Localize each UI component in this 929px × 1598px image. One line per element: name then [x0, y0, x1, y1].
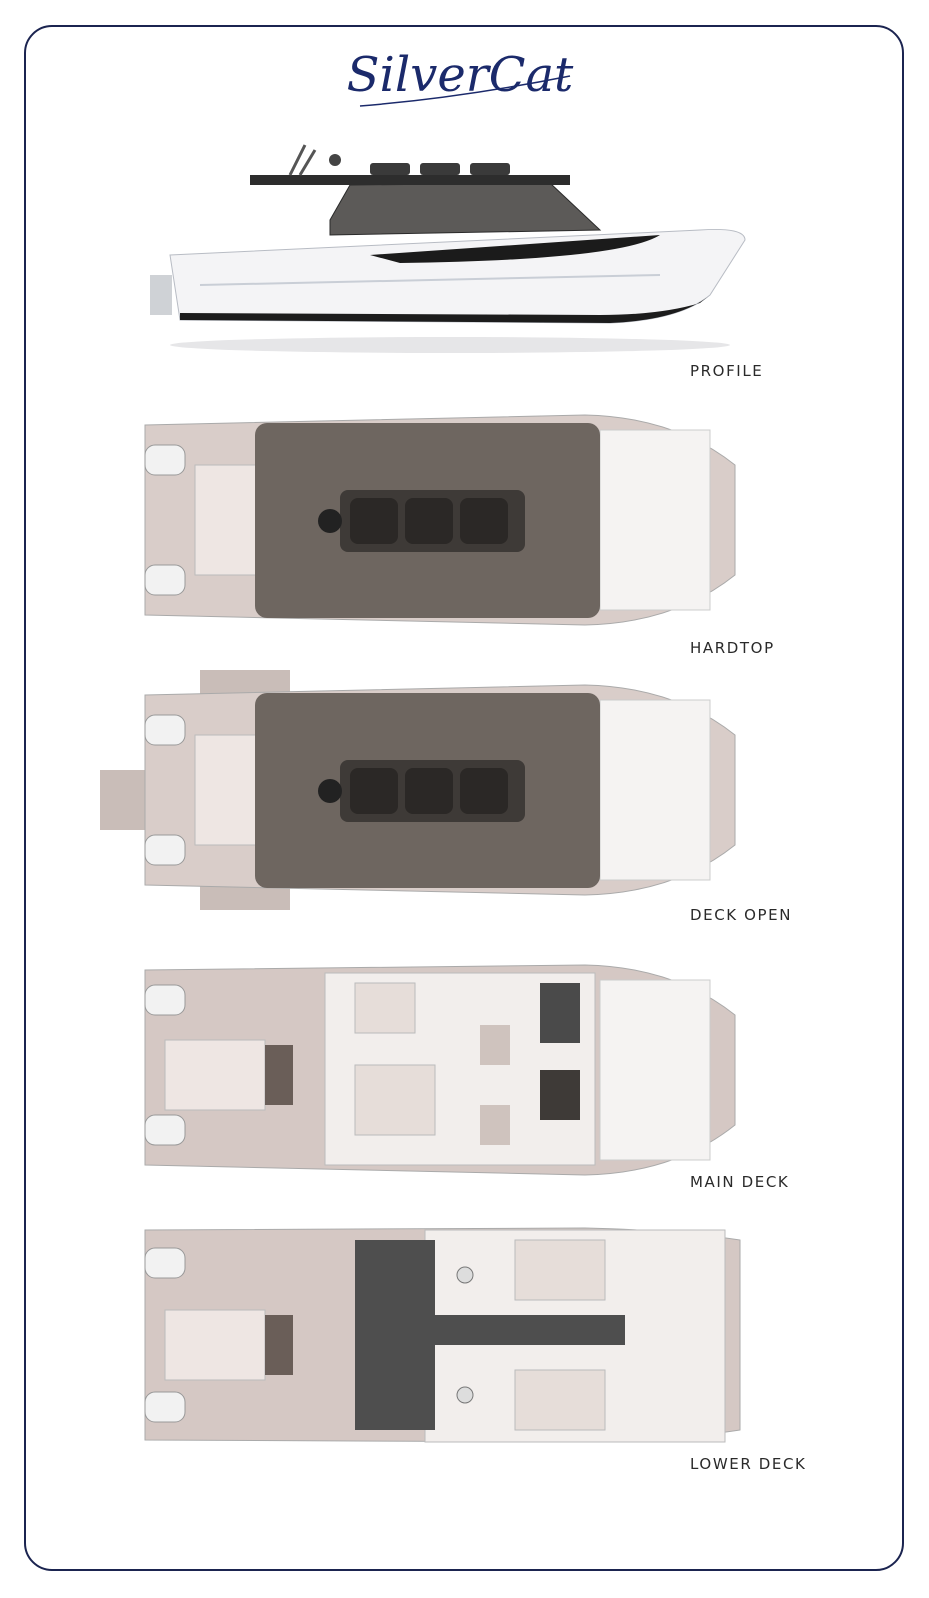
svg-text:SilverCat: SilverCat — [347, 47, 574, 103]
lower-deck-view — [144, 1227, 741, 1443]
silvercat-logo: SilverCat — [347, 47, 574, 107]
deck-open-view — [100, 670, 736, 910]
page-frame — [24, 25, 904, 1571]
hardtop-view — [144, 414, 736, 626]
view-label-profile: PROFILE — [690, 362, 764, 380]
view-label-lower-deck: LOWER DECK — [690, 1455, 807, 1473]
main-deck-view — [144, 964, 736, 1176]
profile-view — [150, 144, 746, 353]
view-label-deck-open: DECK OPEN — [690, 906, 793, 924]
view-label-hardtop: HARDTOP — [690, 639, 775, 657]
view-label-main-deck: MAIN DECK — [690, 1173, 790, 1191]
